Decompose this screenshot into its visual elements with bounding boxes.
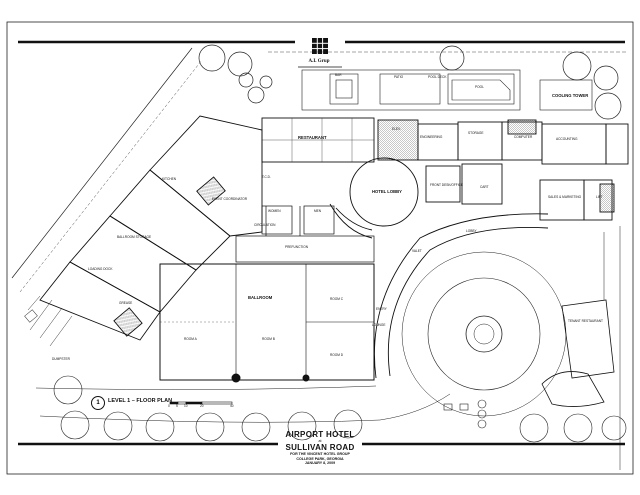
planters (443, 399, 487, 429)
label-kitchen: KITCHEN (162, 177, 176, 181)
label-restaurant: RESTAURANT (298, 135, 327, 140)
project-location: COLLEGE PARK, GEORGIA (296, 456, 344, 461)
roads (35, 226, 621, 470)
label-room-c: ROOM C (330, 297, 344, 301)
label-elevators: ELEV. (392, 127, 401, 131)
label-event-coordinator: EVENT COORDINATOR (212, 197, 248, 201)
label-hotel-lobby: HOTEL LOBBY (372, 189, 402, 194)
label-room-b: ROOM B (262, 337, 275, 341)
label-ballroom-storage: BALLROOM STORAGE (117, 235, 152, 239)
project-client: FOR THE VINCENT HOTEL GROUP (290, 452, 350, 456)
label-tenant-restaurant: TENANT RESTAURANT (568, 319, 603, 323)
tenant-restaurant (541, 299, 615, 407)
label-grease: GREASE (119, 301, 133, 305)
front-colonnade (373, 213, 549, 379)
project-title-line2: SULLIVAN ROAD (285, 443, 355, 452)
label-room-d: ROOM D (330, 353, 344, 357)
lobby-rotunda (329, 157, 419, 239)
label-cart: CART (480, 185, 489, 189)
label-cooling-tower: COOLING TOWER (552, 93, 589, 98)
label-lobby: LOBBY (466, 229, 477, 233)
site-boundary (11, 47, 628, 293)
label-computer: COMPUTER (514, 135, 533, 139)
label-dumpster: DUMPSTER (52, 357, 70, 361)
scale-tick: 0 (168, 404, 170, 408)
label-accounting: ACCOUNTING (556, 137, 578, 141)
restaurant-grid (262, 118, 374, 162)
label-lift: LIFT (596, 195, 603, 199)
label-lounge: LOUNGE (372, 323, 386, 327)
label-women: WOMEN (268, 209, 281, 213)
ballroom (159, 263, 375, 383)
scale-tick: 10 (184, 404, 188, 408)
service-wing (261, 117, 629, 221)
prefunction (235, 205, 375, 263)
label-engineering: ENGINEERING (420, 135, 443, 139)
label-front-desk: FRONT DESK/OFFICE (430, 183, 464, 187)
label-valet: VALET (412, 249, 422, 253)
label-loading-dock: LOADING DOCK (88, 267, 113, 271)
label-bar: BAR (335, 73, 342, 77)
label-entry: ENTRY (376, 307, 387, 311)
label-storage: STORAGE (468, 131, 484, 135)
label-ballroom: BALLROOM (248, 295, 273, 300)
title-block: AIRPORT HOTEL at SULLIVAN ROAD FOR THE V… (250, 430, 390, 466)
scale-tick: 20 (200, 404, 204, 408)
label-prefunction: PREFUNCTION (285, 245, 309, 249)
project-date: JANUARY 8, 2009 (304, 461, 336, 466)
logo-mark (298, 38, 342, 68)
kitchen-wing (39, 115, 263, 341)
pool-area (301, 69, 593, 111)
scale-bar (169, 401, 233, 405)
logo-text: A.I. Grup (308, 59, 330, 64)
label-sales-marketing: SALES & MARKETING (548, 195, 582, 199)
plan-number-badge: 1 (91, 396, 105, 410)
label-pool: POOL (475, 85, 484, 89)
label-tcd: T.C.D. (262, 175, 271, 179)
project-title-at: at (318, 439, 322, 443)
loading-dock-stripes (24, 295, 73, 347)
trees-bottom (53, 375, 627, 443)
label-men: MEN (314, 209, 322, 213)
plan-title: LEVEL 1 – FLOOR PLAN (108, 398, 173, 404)
scale-tick: 5 (176, 404, 178, 408)
roundabout (401, 251, 567, 417)
label-patio: PATIO (394, 75, 404, 79)
label-room-a: ROOM A (184, 337, 197, 341)
label-circulation: CIRCULATION (254, 223, 276, 227)
trees-top (198, 44, 622, 120)
sheet-border (6, 21, 634, 475)
label-pool-deck: POOL DECK (428, 75, 447, 79)
scale-tick: 40 (230, 404, 234, 408)
project-title-line1: AIRPORT HOTEL (285, 430, 355, 439)
